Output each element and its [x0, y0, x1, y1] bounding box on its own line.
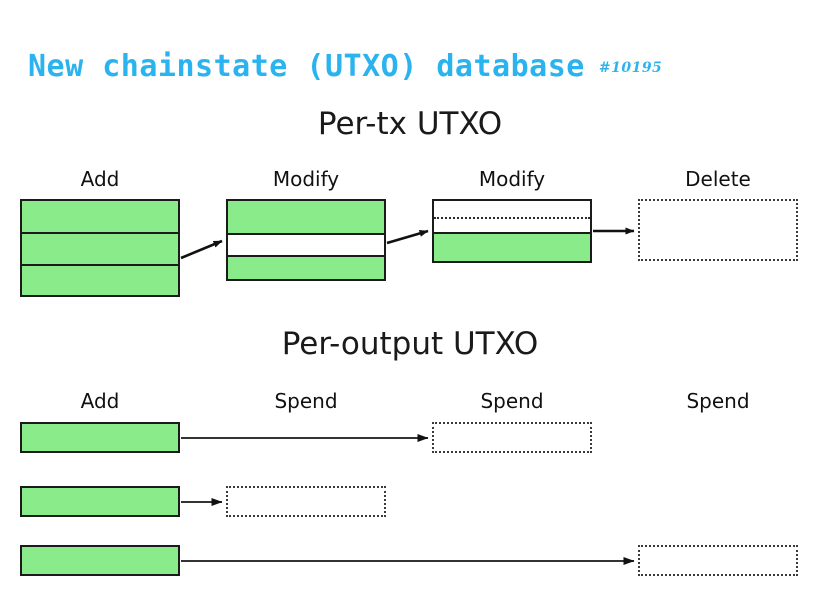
page-title: New chainstate (UTXO) database #10195: [28, 49, 662, 84]
utxo-row: [228, 201, 384, 235]
section-heading-per-output: Per-output UTXO: [281, 326, 539, 362]
output-entry-box-spent-3: [638, 545, 798, 576]
arrow-pertx-1-to-2: [180, 239, 223, 260]
output-entry-box-add-1: [20, 422, 180, 453]
page-title-text: New chainstate (UTXO) database: [28, 49, 585, 84]
arrow-pertx-2-to-3: [386, 229, 429, 245]
utxo-row: [434, 234, 590, 261]
column-label-peroutput-4: Spend: [686, 389, 750, 413]
issue-number: #10195: [598, 60, 663, 76]
utxo-row: [228, 257, 384, 279]
utxo-entry-box-add: [20, 199, 180, 297]
utxo-row: [22, 266, 178, 295]
utxo-row: [22, 201, 178, 234]
utxo-entry-box-delete: [638, 199, 798, 261]
utxo-entry-box-modify-2: [432, 199, 592, 263]
utxo-entry-box-modify-1: [226, 199, 386, 281]
column-label-pertx-1: Add: [80, 167, 120, 191]
utxo-row: [22, 234, 178, 266]
column-label-pertx-4: Delete: [685, 167, 751, 191]
section-heading-per-tx: Per-tx UTXO: [317, 106, 503, 142]
utxo-row-spent: [228, 235, 384, 257]
column-label-peroutput-3: Spend: [480, 389, 544, 413]
column-label-peroutput-2: Spend: [274, 389, 338, 413]
output-entry-box-spent-1: [432, 422, 592, 453]
column-label-pertx-3: Modify: [478, 167, 546, 191]
column-label-pertx-2: Modify: [272, 167, 340, 191]
column-label-peroutput-1: Add: [80, 389, 120, 413]
output-entry-box-add-2: [20, 486, 180, 517]
utxo-row-spent: [434, 219, 590, 234]
output-entry-box-spent-2: [226, 486, 386, 517]
output-entry-box-add-3: [20, 545, 180, 576]
utxo-row-spent: [434, 201, 590, 219]
